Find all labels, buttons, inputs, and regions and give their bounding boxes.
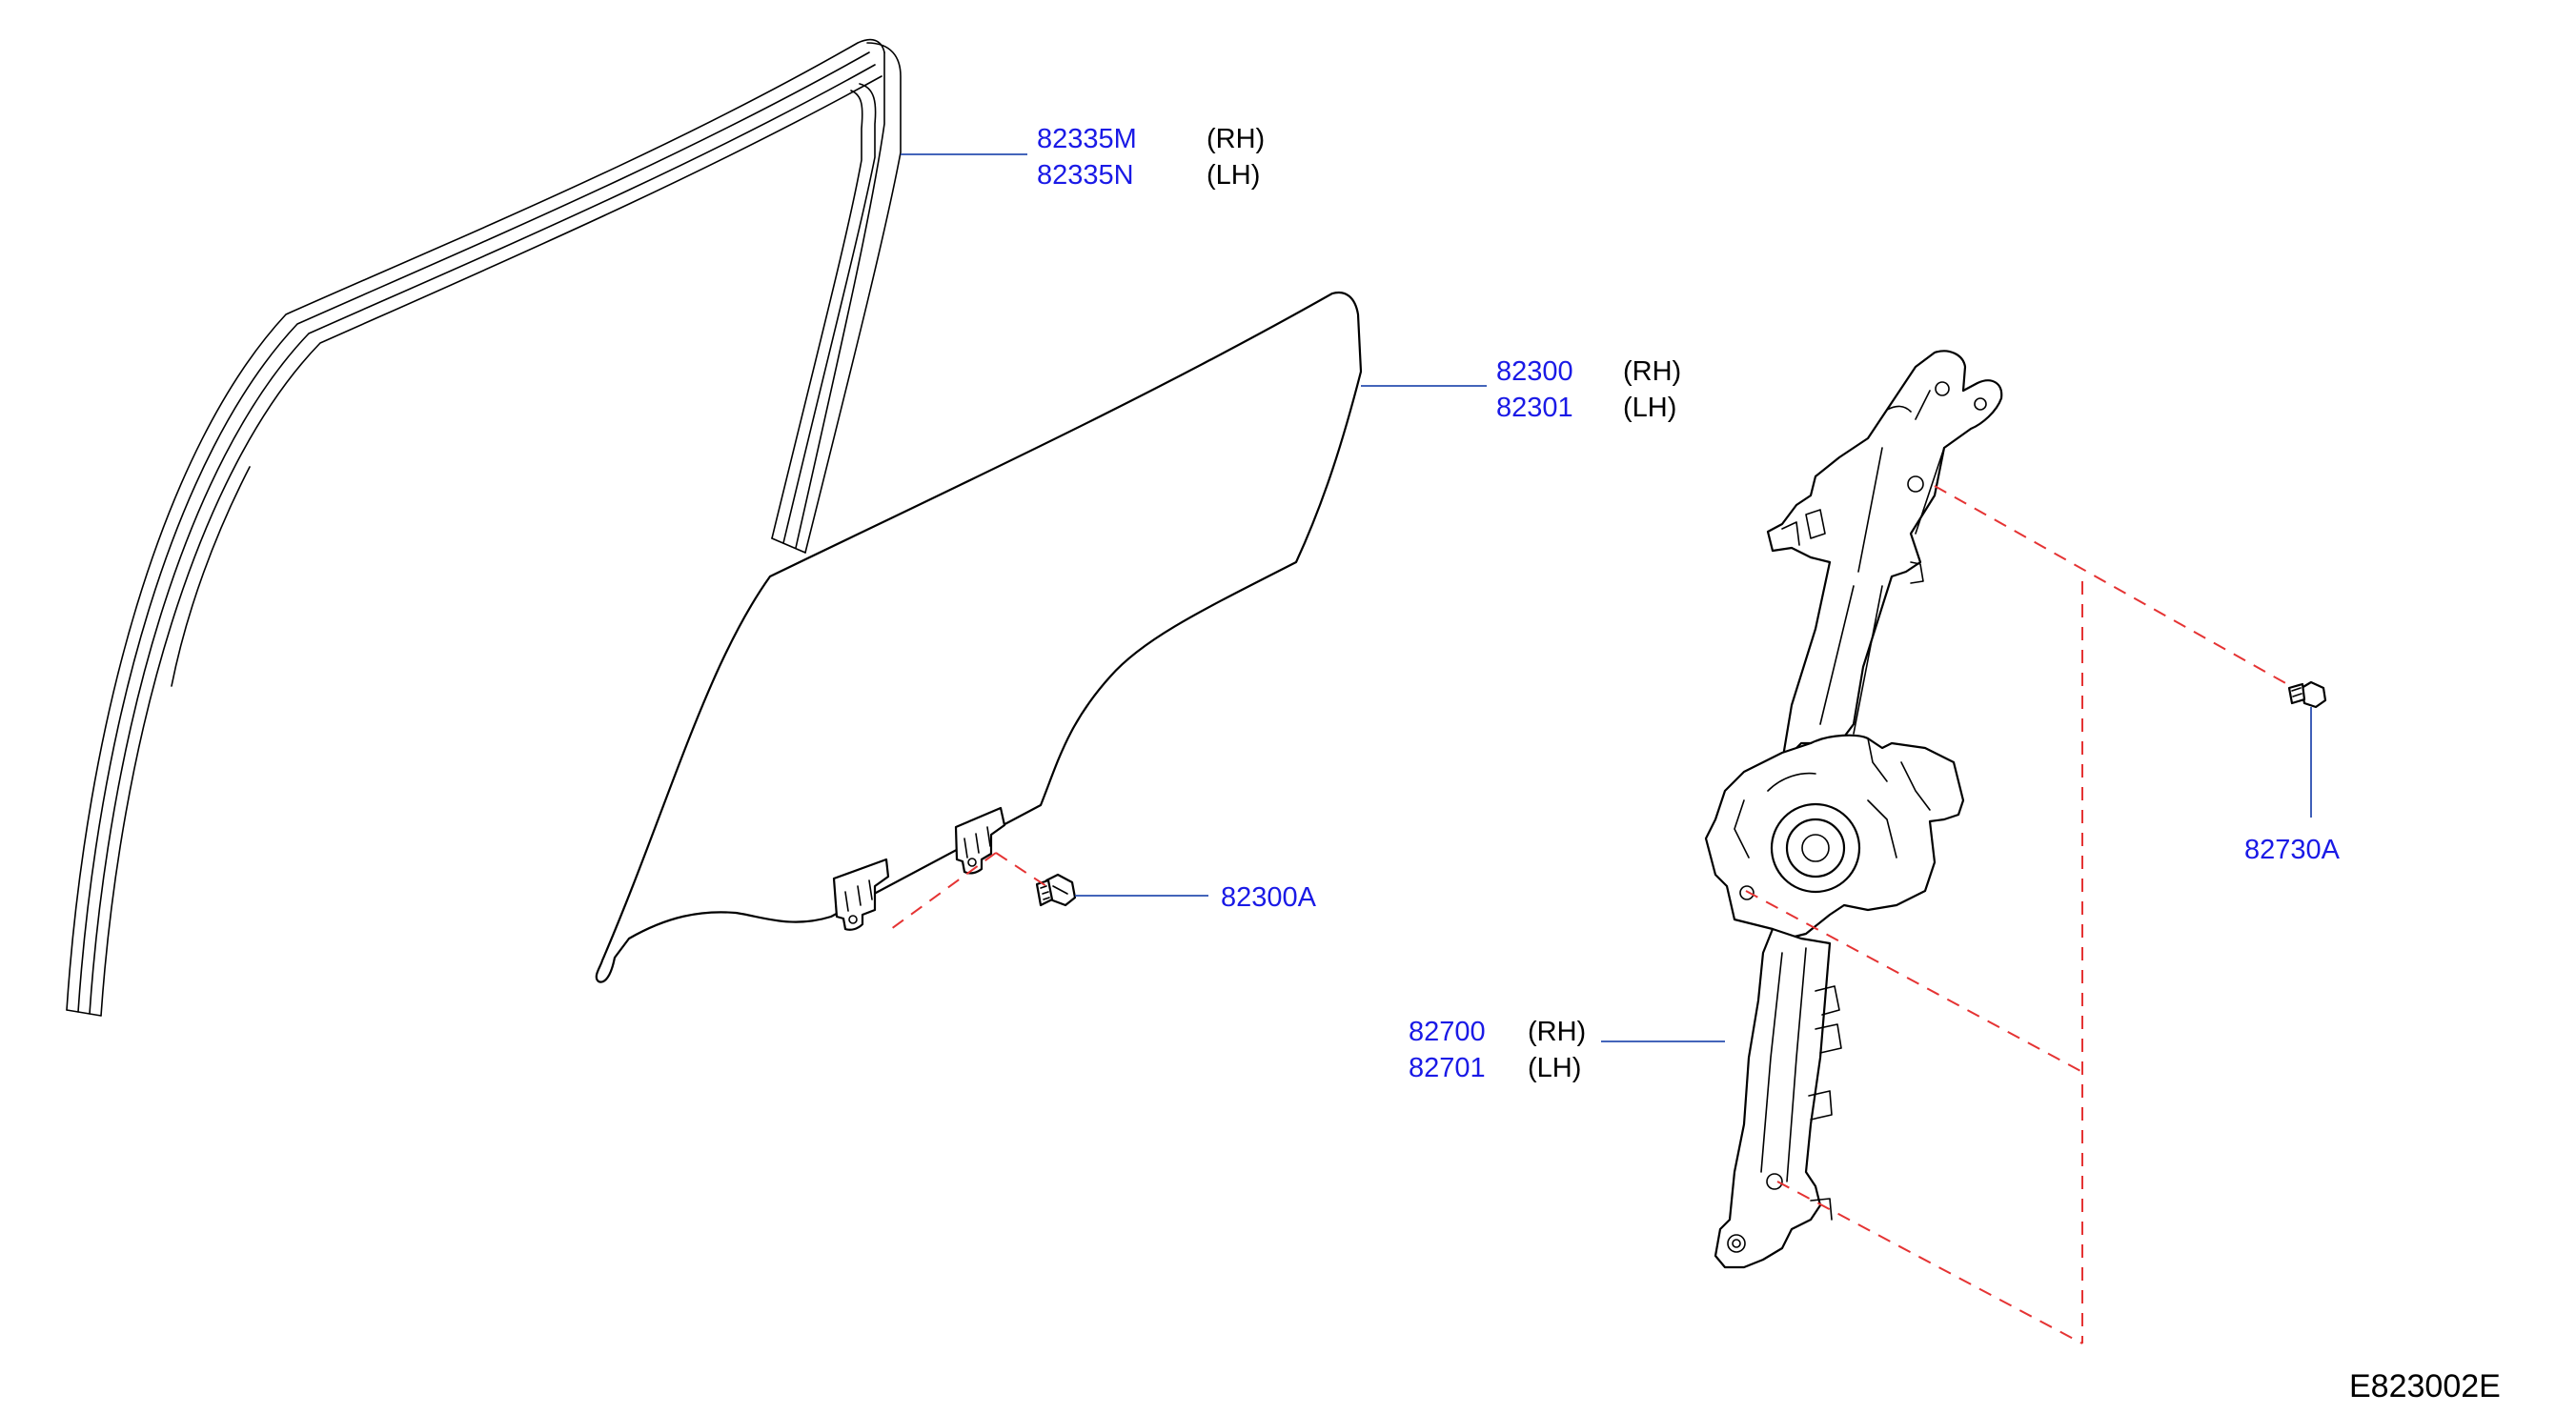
- part-number-82300A[interactable]: 82300A: [1221, 882, 1317, 913]
- part-number-82730A[interactable]: 82730A: [2244, 835, 2341, 865]
- glass-bolt: [1035, 873, 1077, 907]
- door-glass: [595, 291, 1363, 983]
- part-number-82335N[interactable]: 82335N: [1037, 160, 1134, 191]
- regulator-screw: [2287, 680, 2327, 709]
- side-rh-label: (RH): [1207, 124, 1265, 154]
- part-number-82700[interactable]: 82700: [1409, 1017, 1486, 1047]
- callout-regulator: 82700 (RH) 82701 (LH): [1409, 1017, 1586, 1083]
- side-lh-label: (LH): [1207, 160, 1260, 191]
- part-number-82300[interactable]: 82300: [1496, 356, 1573, 387]
- callout-screw: 82730A: [2244, 835, 2341, 865]
- side-lh-label: (LH): [1528, 1053, 1581, 1083]
- callout-glass: 82300 (RH) 82301 (LH): [1496, 356, 1681, 423]
- dashed-attachment-lines: [890, 485, 2288, 1344]
- part-number-82335M[interactable]: 82335M: [1037, 124, 1137, 154]
- door-sash-channel: [66, 38, 902, 1017]
- diagram-code: E823002E: [2349, 1368, 2501, 1404]
- side-rh-label: (RH): [1623, 356, 1681, 387]
- part-number-82301[interactable]: 82301: [1496, 393, 1573, 423]
- callout-bolt: 82300A: [1221, 882, 1317, 913]
- window-regulator: [1704, 350, 2003, 1269]
- leader-lines: [901, 153, 2312, 1042]
- part-number-82701[interactable]: 82701: [1409, 1053, 1486, 1083]
- side-lh-label: (LH): [1623, 393, 1676, 423]
- side-rh-label: (RH): [1528, 1017, 1586, 1047]
- callout-sash: 82335M (RH) 82335N (LH): [1037, 124, 1265, 191]
